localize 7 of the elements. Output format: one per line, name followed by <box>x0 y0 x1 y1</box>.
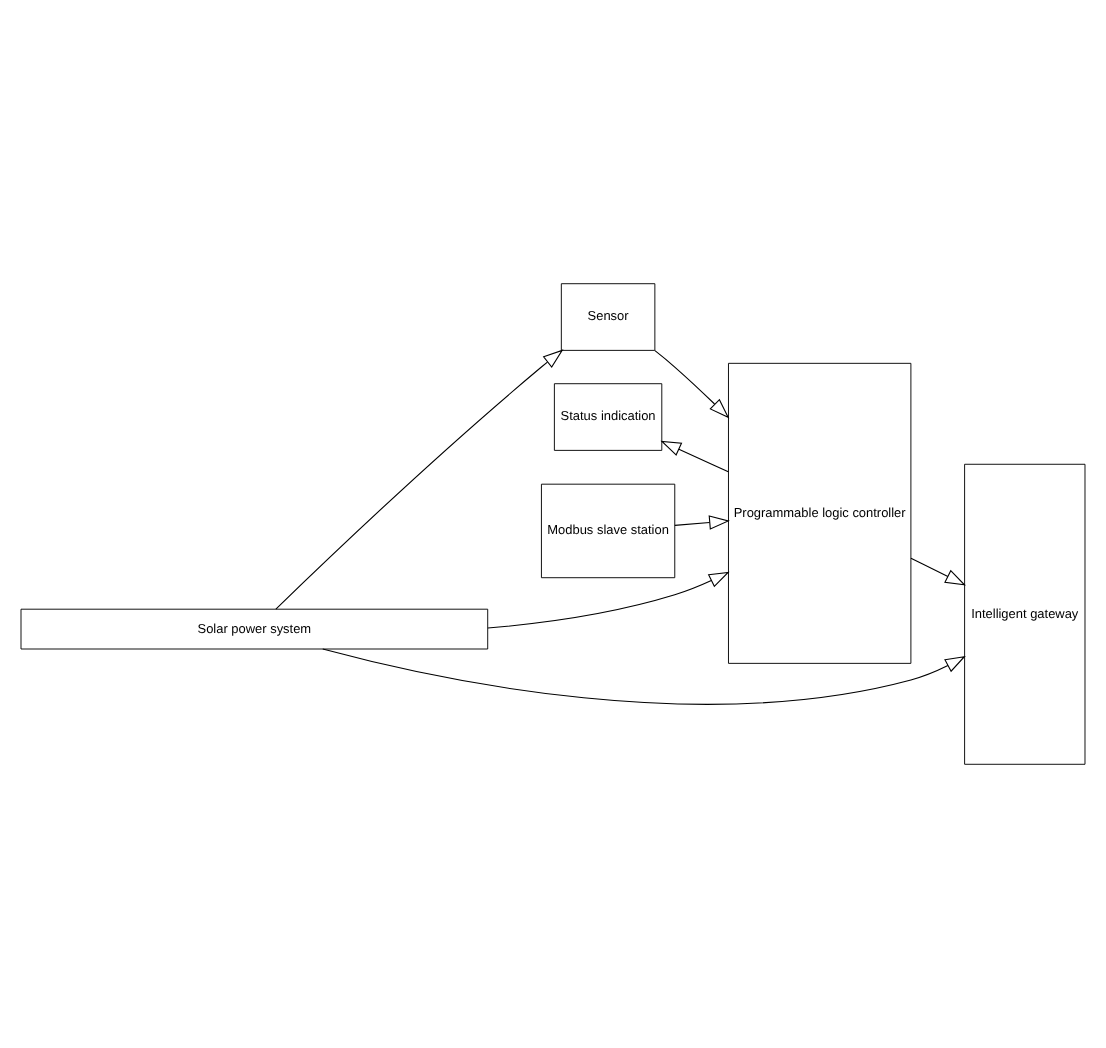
arrow <box>910 557 966 586</box>
arrow <box>674 515 730 530</box>
arrow <box>487 571 730 629</box>
arrow <box>322 648 966 705</box>
arrow <box>654 350 730 419</box>
arrow <box>660 440 729 473</box>
arrow <box>275 349 564 610</box>
